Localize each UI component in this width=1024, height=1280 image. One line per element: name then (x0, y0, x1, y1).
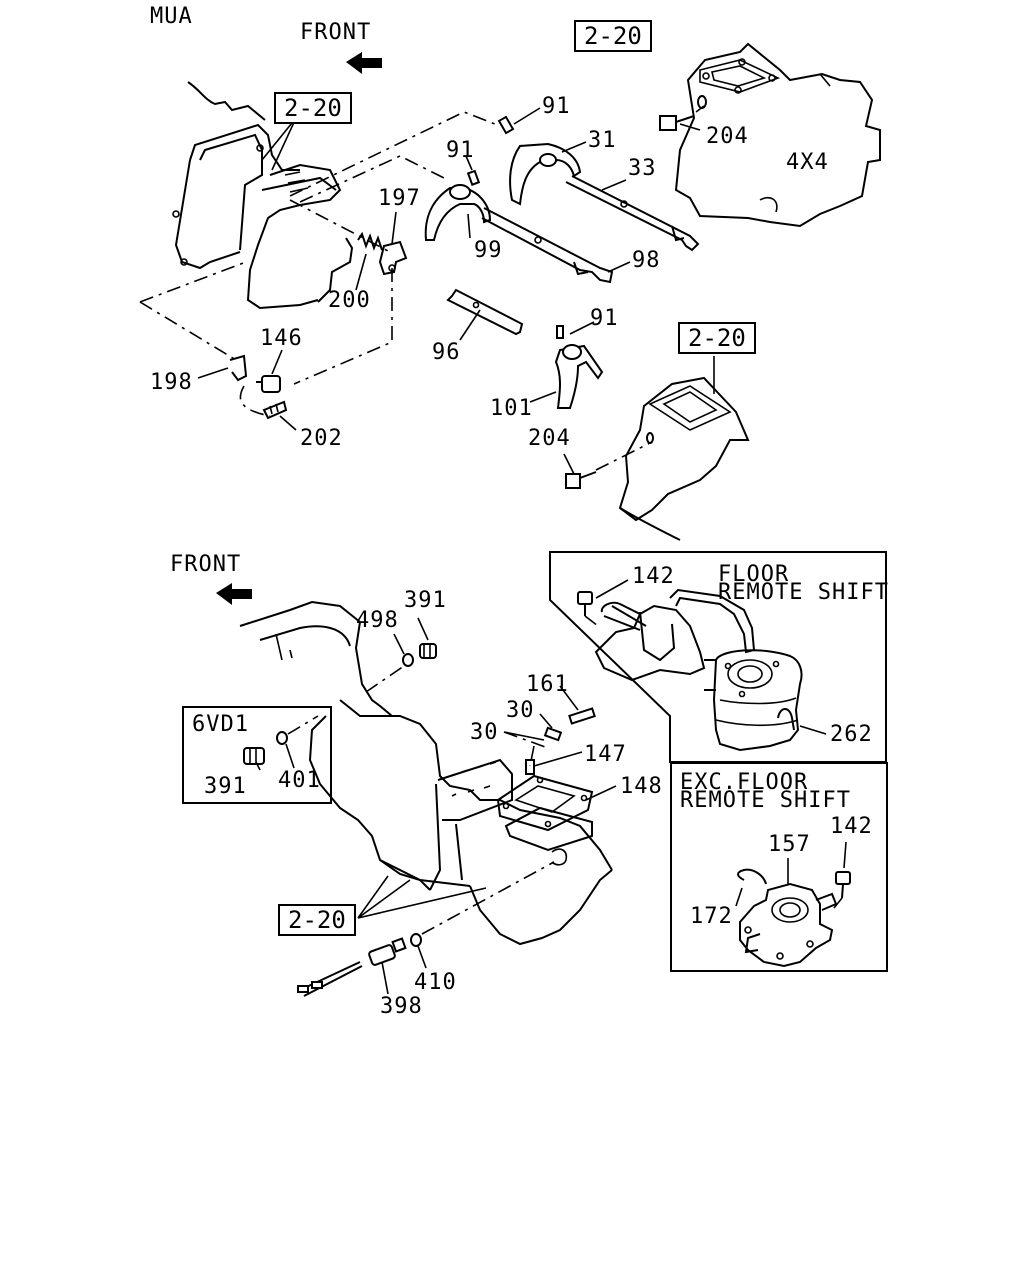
part-30-label[interactable]: 30 (506, 698, 535, 723)
front-label-top: FRONT (300, 20, 372, 45)
shift-rod-96-illustration (446, 288, 524, 336)
part-101-label[interactable]: 101 (490, 396, 533, 421)
washer-498-illustration (402, 653, 414, 667)
part-498-label[interactable]: 498 (356, 608, 399, 633)
part-204-label[interactable]: 204 (528, 426, 571, 451)
transmission-case-left-illustration (172, 81, 354, 310)
part-142-label[interactable]: 142 (632, 564, 675, 589)
floor-remote-shift-title-1: FLOOR (718, 562, 790, 587)
part-410-label[interactable]: 410 (414, 970, 457, 995)
part-198-label[interactable]: 198 (150, 370, 193, 395)
part-157-label[interactable]: 157 (768, 832, 811, 857)
transmission-body-illustration (239, 600, 613, 946)
ref-2-20-bottom[interactable]: 2-20 (278, 904, 356, 936)
part-91-label[interactable]: 91 (590, 306, 619, 331)
part-202-label[interactable]: 202 (300, 426, 343, 451)
leader-lines-exc (735, 841, 847, 907)
bolt-204-bottom-illustration (565, 432, 654, 489)
spring-200-illustration (357, 231, 383, 251)
part-147-label[interactable]: 147 (584, 742, 627, 767)
part-33-label[interactable]: 33 (628, 156, 657, 181)
part-148-label[interactable]: 148 (620, 774, 663, 799)
pin-30-illustration (543, 726, 563, 742)
part-200-label[interactable]: 200 (328, 288, 371, 313)
front-label-bottom: FRONT (170, 552, 242, 577)
shift-housing-262-illustration (594, 588, 803, 752)
leader-lines-bottom (255, 617, 617, 995)
transfer-case-4x4-illustration (674, 42, 881, 228)
pin-161-illustration (568, 707, 596, 725)
switch-398-illustration (297, 937, 407, 997)
part-391-label[interactable]: 391 (404, 588, 447, 613)
shift-fork-99-illustration (424, 169, 492, 241)
exc-floor-remote-shift-title-1: EXC.FLOOR (680, 770, 809, 795)
engine-6vd1-box (182, 706, 332, 804)
snap-ring-172-illustration (737, 868, 767, 885)
bolt-142-floor-illustration (577, 591, 599, 627)
part-391-label[interactable]: 391 (204, 774, 247, 799)
part-398-label[interactable]: 398 (380, 994, 423, 1019)
part-30-label[interactable]: 30 (470, 720, 499, 745)
bolt-142-exc-illustration (833, 871, 851, 909)
leader-lines-floor (595, 579, 827, 735)
exc-floor-remote-shift-title-2: REMOTE SHIFT (680, 788, 851, 813)
pin-147-illustration (525, 759, 535, 775)
shift-tower-157-illustration (739, 882, 838, 968)
transmission-rear-housing-illustration (618, 376, 750, 541)
part-91-label[interactable]: 91 (446, 138, 475, 163)
part-197-label[interactable]: 197 (378, 186, 421, 211)
exc-floor-remote-shift-box (670, 762, 888, 972)
part-161-label[interactable]: 161 (526, 672, 569, 697)
front-arrow-icon (346, 52, 382, 74)
part-262-label[interactable]: 262 (830, 722, 873, 747)
leader-lines-top (197, 107, 715, 475)
washer-410-illustration (410, 861, 555, 947)
part-96-label[interactable]: 96 (432, 340, 461, 365)
engine-6vd1-label: 6VD1 (192, 712, 249, 737)
shift-fork-31-illustration (497, 115, 582, 206)
part-91-label[interactable]: 91 (542, 94, 571, 119)
ref-2-20-top-left[interactable]: 2-20 (274, 92, 352, 124)
bolt-204-top-illustration (659, 95, 707, 131)
assembly-guide-lines (365, 665, 549, 767)
part-142-label[interactable]: 142 (830, 814, 873, 839)
plug-391-top-illustration (419, 643, 437, 659)
part-31-label[interactable]: 31 (588, 128, 617, 153)
cover-148-illustration (496, 774, 594, 852)
part-401-label[interactable]: 401 (278, 768, 321, 793)
clip-198-illustration (229, 354, 248, 382)
assembly-guide-lines (139, 111, 653, 471)
floor-remote-shift-title-2: REMOTE SHIFT (718, 580, 889, 605)
plug-202-illustration (262, 400, 288, 420)
bolt-146-illustration (256, 375, 281, 393)
part-146-label[interactable]: 146 (260, 326, 303, 351)
front-arrow-icon (216, 583, 252, 605)
model-code-label: MUA (150, 4, 193, 29)
ref-2-20-middle[interactable]: 2-20 (678, 322, 756, 354)
part-204-label[interactable]: 204 (706, 124, 749, 149)
part-172-label[interactable]: 172 (690, 904, 733, 929)
shift-fork-101-illustration (554, 325, 604, 409)
part-99-label[interactable]: 99 (474, 238, 503, 263)
washer-401-illustration (276, 715, 319, 745)
ref-2-20-top-right[interactable]: 2-20 (574, 20, 652, 52)
shift-rod-33-illustration (565, 175, 700, 252)
plug-391-6vd1-illustration (243, 747, 265, 765)
shift-rod-98-illustration (481, 207, 614, 284)
variant-4x4-label: 4X4 (786, 150, 829, 175)
part-98-label[interactable]: 98 (632, 248, 661, 273)
interlock-197-illustration (378, 240, 408, 276)
